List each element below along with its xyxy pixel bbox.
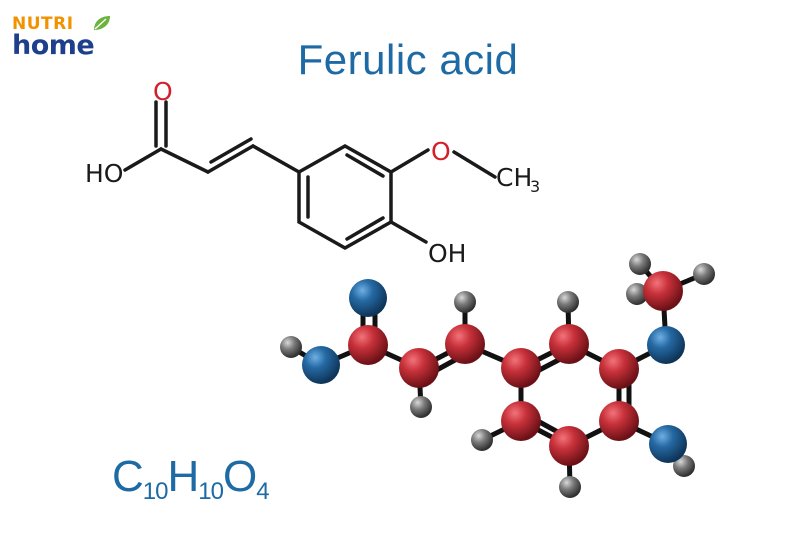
- carbon-atom: [549, 324, 589, 364]
- logo-home-text: home: [12, 30, 95, 61]
- carbon-atom: [501, 348, 541, 388]
- o-ch3-bond: [452, 150, 497, 179]
- hydrogen-atom: [626, 283, 648, 305]
- carbon-atom: [501, 401, 541, 441]
- formula-oxygen-count: 4: [256, 478, 269, 505]
- hydrogen-atom: [559, 476, 581, 498]
- formula-oxygen: O: [222, 452, 257, 501]
- formula-carbon: C: [112, 452, 144, 501]
- formula-hydrogen-count: 10: [198, 478, 224, 505]
- molecular-formula: C10H10O4: [112, 452, 270, 506]
- atom-labels: O HO O CH 3 OH: [85, 77, 540, 268]
- ring-inner-1: [345, 153, 385, 178]
- acid-ho-label: HO: [85, 159, 123, 188]
- ether-o-label: O: [431, 137, 451, 166]
- hydrogen-atom: [454, 291, 476, 313]
- carbonyl-o-label: O: [153, 77, 173, 106]
- cc-double-bond-a: [206, 144, 255, 174]
- ring-o-bond: [389, 148, 430, 174]
- methyl-label: CH: [496, 163, 532, 192]
- ring-inner-2: [345, 216, 385, 241]
- c-ring-bond: [251, 144, 301, 174]
- oxygen-atom: [349, 279, 387, 317]
- ball-stick-atoms: [280, 253, 715, 498]
- hydrogen-atom: [280, 336, 302, 358]
- hydrogen-atom: [410, 396, 432, 418]
- carbon-atom: [348, 325, 388, 365]
- logo-nutri-text: NUTRI: [12, 14, 74, 34]
- carbon-atom: [599, 349, 639, 389]
- hydrogen-atom: [471, 429, 493, 451]
- hydrogen-atom: [693, 263, 715, 285]
- oxygen-atom: [302, 346, 340, 384]
- carbon-atom: [399, 348, 439, 388]
- c-oh-bond: [123, 147, 163, 172]
- formula-carbon-count: 10: [142, 478, 169, 505]
- c-c-bond: [159, 147, 210, 174]
- carbon-atom: [549, 426, 589, 466]
- leaf-icon: [94, 16, 110, 30]
- page-title: Ferulic acid: [297, 36, 519, 83]
- phenol-oh-label: OH: [428, 239, 466, 268]
- carbon-atom: [643, 271, 683, 311]
- ring-oh-bond: [389, 220, 428, 244]
- carbon-atom: [445, 324, 485, 364]
- brand-logo: NUTRI home: [12, 14, 112, 66]
- methyl-subscript: 3: [530, 177, 540, 196]
- cc-double-bond-b: [209, 137, 253, 164]
- benzene-ring: [297, 143, 393, 251]
- carbon-atom: [599, 401, 639, 441]
- skeletal-formula: [123, 100, 497, 251]
- formula-hydrogen: H: [167, 452, 199, 501]
- oxygen-atom: [647, 326, 685, 364]
- hydrogen-atom: [629, 253, 651, 275]
- hydrogen-atom: [557, 291, 579, 313]
- hydrogen-atom: [673, 455, 695, 477]
- oxygen-atom: [649, 425, 687, 463]
